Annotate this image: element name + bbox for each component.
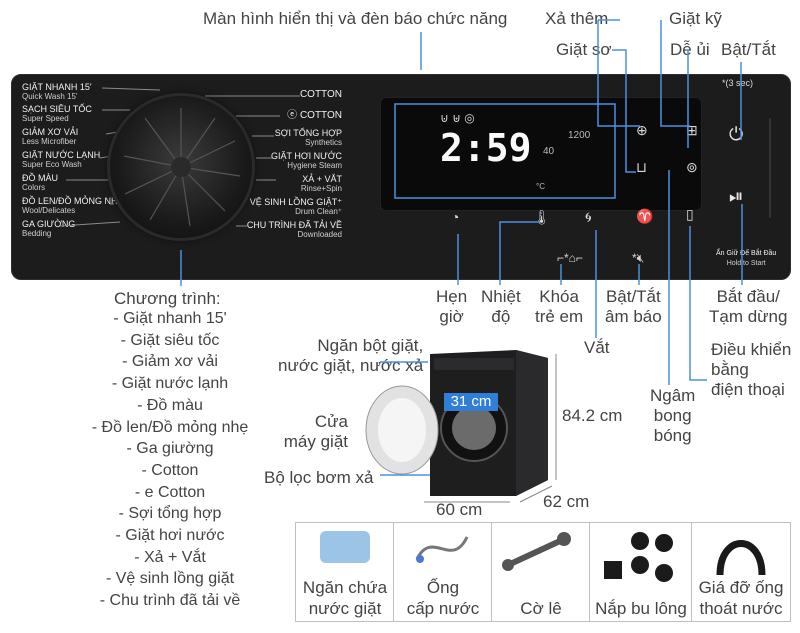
program-label: COTTON (299, 89, 342, 100)
power-button[interactable]: ⏻ (729, 124, 744, 144)
spin-value: 1200 (568, 130, 591, 141)
depth-dimension: 62 cm (543, 492, 590, 511)
start-pause-button[interactable]: ⏯ (729, 186, 744, 206)
display-label: Màn hình hiển thị và đèn báo chức năng (203, 9, 508, 28)
lcd-display (380, 97, 702, 211)
washing-machine-illustration (365, 350, 557, 503)
program-item: - Giặt hơi nước (115, 527, 225, 545)
smart-control-icon[interactable]: ▯ (686, 206, 694, 222)
panel-divider (769, 118, 771, 218)
detergent-drawer-label: Ngăn bột giặt, nước giặt, nước xả (278, 336, 424, 375)
extra-rinse-icon[interactable]: ⊕ (636, 122, 648, 138)
program-item: - Giảm xơ vải (122, 353, 218, 371)
program-list: - Giặt nhanh 15' - Giặt siêu tốc - Giảm … (70, 308, 270, 612)
easy-iron-label: Dễ ủi (670, 40, 710, 59)
spin-label: Vắt (584, 338, 610, 357)
program-label: GIẶT NHANH 15'Quick Wash 15' (22, 82, 92, 101)
mute-icon[interactable]: *🔇︎ (632, 251, 645, 265)
program-item: - e Cotton (134, 483, 206, 501)
program-item: - Cotton (141, 461, 199, 479)
delay-icon[interactable]: ◔ (451, 209, 460, 225)
accessory-label: Ống cấp nước (406, 578, 480, 618)
accessory-bolt-caps: Nắp bu lông (589, 522, 693, 622)
program-item: - Đồ len/Đồ mỏng nhẹ (91, 418, 249, 436)
program-item: - Giặt nước lạnh (111, 375, 229, 393)
detergent-box-icon (320, 531, 370, 563)
intensive-icon[interactable]: ⊞ (686, 122, 698, 138)
inlet-hose-icon (415, 536, 469, 563)
temp-icon[interactable]: 🌡︎ (533, 209, 551, 225)
temp-value: 40 (543, 146, 555, 157)
wash-status-icons: ⊍ ⊎ ◎ (440, 111, 475, 125)
start-pause-label: Bắt đầu/ Tạm dừng (709, 287, 788, 326)
drain-holder-icon (716, 540, 766, 576)
program-item: - Sợi tổng hợp (118, 505, 222, 523)
time-remaining: 2:59 (440, 126, 532, 170)
accessory-detergent-box: Ngăn chứa nước giặt (295, 522, 395, 622)
wrench-icon (502, 532, 571, 571)
width-dimension: 60 cm (436, 500, 483, 519)
temp-label: Nhiệt độ (481, 287, 521, 326)
accessory-label: Cờ lê (520, 599, 562, 618)
pre-wash-icon[interactable]: ⊔ (636, 159, 647, 175)
program-item: - Giặt siêu tốc (120, 331, 220, 349)
spin-icon[interactable]: 🌀︎ (585, 209, 592, 225)
delay-label: Hẹn giờ (436, 287, 468, 326)
program-item: - Đồ màu (137, 396, 203, 414)
program-label: VỆ SINH LỒNG GIẶT⁺Drum Clean⁺ (249, 197, 342, 216)
program-item: - Vệ sinh lồng giặt (105, 570, 235, 588)
accessory-label: Nắp bu lông (595, 599, 687, 618)
accessory-label: Ngăn chứa nước giặt (302, 578, 388, 618)
program-label: ⓔ COTTON (287, 110, 342, 121)
height-dimension: 84.2 cm (562, 406, 623, 425)
program-item: - Giặt nhanh 15' (113, 310, 227, 327)
ecotton-icon: ⓔ (287, 110, 298, 121)
temp-unit: °C (536, 182, 545, 191)
accessory-label: Giá đỡ ống thoát nước (698, 578, 784, 618)
program-item: - Ga giường (126, 440, 214, 458)
intensive-label: Giặt kỹ (669, 9, 722, 28)
accessory-drain-holder: Giá đỡ ống thoát nước (691, 522, 791, 622)
power-label: Bật/Tắt (721, 40, 776, 59)
program-item: - Xả + Vắt (134, 548, 206, 566)
easy-iron-icon[interactable]: ♈ (636, 208, 654, 224)
accessory-wrench: Cờ lê (491, 522, 591, 622)
program-list-title: Chương trình: (114, 289, 221, 308)
child-lock-label: Khóa trẻ em (535, 287, 584, 326)
accessory-inlet-hose: Ống cấp nước (393, 522, 493, 622)
phone-control-label: Điều khiển bằng điện thoại (711, 340, 792, 399)
soak-icon[interactable]: ⊚ (686, 159, 698, 175)
three-sec-note: *(3 sec) (722, 78, 754, 88)
dial-ridges (123, 108, 241, 227)
door-size-tag: 31 cm (444, 393, 498, 411)
child-lock-icon[interactable]: ⌐*⌂⌐ (557, 251, 583, 265)
program-dial[interactable] (110, 96, 252, 238)
filter-label: Bộ lọc bơm xả (264, 468, 374, 487)
bolt-caps-icon (604, 532, 673, 582)
door-label: Cửa máy giặt (283, 412, 348, 451)
sound-label: Bật/Tắt âm báo (605, 287, 662, 326)
soak-label: Ngâm bong bóng (650, 386, 696, 445)
extra-rinse-label: Xả thêm (545, 9, 609, 28)
program-item: - Chu trình đã tải về (99, 592, 241, 610)
